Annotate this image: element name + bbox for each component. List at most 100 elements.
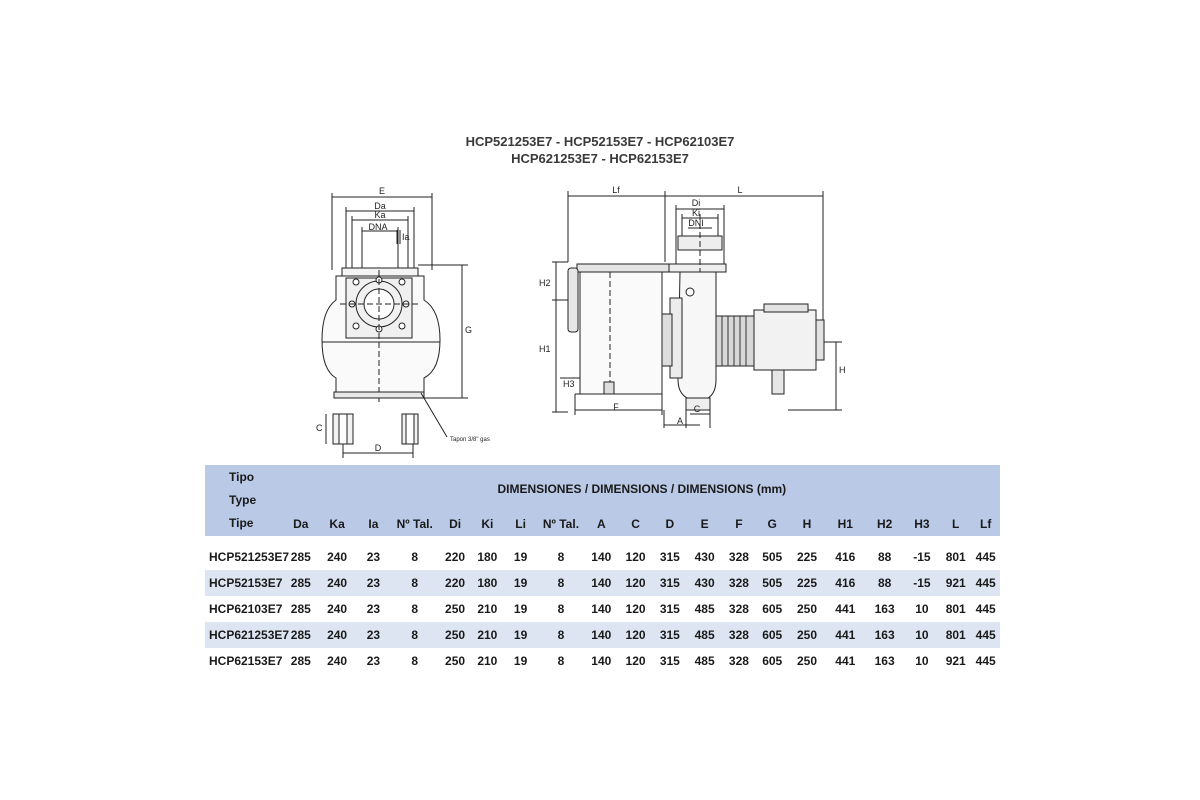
value-cell: 163 — [874, 602, 895, 616]
type-label-es: Tipo — [229, 470, 255, 484]
value-cell: 285 — [290, 602, 311, 616]
col-header: Ki — [471, 512, 504, 536]
value-cell: 445 — [975, 654, 996, 668]
label-H: H — [839, 365, 846, 375]
value-cell: 285 — [290, 550, 311, 564]
value-cell: 445 — [975, 550, 996, 564]
value-cell: 250 — [788, 622, 826, 648]
value-cell: 10 — [915, 654, 929, 668]
col-header: H3 — [903, 512, 941, 536]
value-cell: 240 — [317, 570, 357, 596]
value-cell: 445 — [975, 602, 996, 616]
front-view — [321, 193, 468, 458]
value-cell: 8 — [537, 622, 585, 648]
label-H2: H2 — [539, 278, 551, 288]
value-cell: 8 — [411, 654, 419, 668]
type-label-en: Type — [229, 493, 257, 507]
col-header: C — [618, 512, 653, 536]
value-cell: 315 — [659, 550, 680, 564]
value-cell: 8 — [557, 550, 565, 564]
value-cell: 445 — [971, 570, 1000, 596]
value-cell: 441 — [835, 602, 856, 616]
col-header: Ia — [356, 512, 391, 536]
label-E: E — [379, 186, 385, 196]
value-cell: 250 — [796, 602, 817, 616]
value-cell: 250 — [445, 602, 466, 616]
value-cell: 285 — [290, 654, 311, 668]
value-cell: 10 — [915, 602, 929, 616]
value-cell: 19 — [513, 654, 528, 668]
label-Ia: Ia — [402, 232, 410, 242]
value-cell: 8 — [411, 550, 419, 564]
value-cell: 23 — [366, 602, 381, 616]
col-header: Nº Tal. — [390, 512, 439, 536]
value-cell: 445 — [971, 622, 1000, 648]
value-cell: 140 — [591, 602, 612, 616]
title-line-2: HCP621253E7 - HCP62153E7 — [511, 151, 689, 166]
label-tapon: Tapon 3/8" gas — [450, 437, 490, 443]
value-cell: 140 — [584, 622, 619, 648]
label-A: A — [677, 416, 683, 426]
value-cell: 416 — [835, 550, 856, 564]
title-line-1: HCP521253E7 - HCP52153E7 - HCP62103E7 — [465, 134, 735, 149]
col-header: H1 — [825, 512, 866, 536]
value-cell: 801 — [940, 622, 972, 648]
value-cell: 240 — [317, 622, 357, 648]
value-cell: 140 — [591, 550, 612, 564]
col-header: Nº Tal. — [537, 512, 585, 536]
label-H3: H3 — [563, 379, 575, 389]
type-header: Tipo Type Tipe — [205, 465, 284, 536]
value-cell: 163 — [874, 654, 895, 668]
value-cell: 140 — [584, 570, 619, 596]
value-cell: 19 — [513, 550, 528, 564]
value-cell: -15 — [903, 570, 941, 596]
label-G: G — [465, 325, 472, 335]
col-header: H2 — [865, 512, 904, 536]
value-cell: 8 — [390, 622, 439, 648]
value-cell: 19 — [503, 622, 538, 648]
label-Lf: Lf — [612, 185, 620, 195]
value-cell: 120 — [625, 550, 646, 564]
col-header: E — [686, 512, 723, 536]
model-cell: HCP62103E7 — [209, 602, 283, 616]
value-cell: 485 — [694, 602, 715, 616]
value-cell: 430 — [686, 570, 723, 596]
col-header: H — [788, 512, 826, 536]
value-cell: 285 — [283, 622, 318, 648]
type-label-ca: Tipe — [229, 516, 254, 530]
value-cell: 315 — [659, 602, 680, 616]
value-cell: 328 — [722, 622, 756, 648]
value-cell: 19 — [503, 570, 538, 596]
value-cell: 19 — [513, 602, 528, 616]
pump-technical-drawing: E Da Ka DNA Ia G C D Tapon 3/8" gas Lf L… — [316, 185, 846, 458]
value-cell: -15 — [913, 550, 931, 564]
value-cell: 8 — [557, 602, 565, 616]
value-cell: 8 — [537, 570, 585, 596]
value-cell: 120 — [618, 622, 653, 648]
label-C-side: C — [694, 404, 701, 414]
value-cell: 240 — [327, 602, 348, 616]
value-cell: 505 — [762, 550, 783, 564]
value-cell: 23 — [366, 654, 381, 668]
value-cell: 605 — [762, 602, 783, 616]
value-cell: 88 — [865, 570, 904, 596]
col-header: Ka — [317, 512, 357, 536]
value-cell: 250 — [796, 654, 817, 668]
label-DNI: DNI — [688, 218, 704, 228]
label-DNA: DNA — [368, 222, 387, 232]
value-cell: 441 — [835, 654, 856, 668]
col-header: G — [755, 512, 789, 536]
value-cell: 328 — [722, 570, 756, 596]
value-cell: 485 — [686, 622, 723, 648]
model-cell: HCP62153E7 — [209, 654, 283, 668]
value-cell: 921 — [940, 570, 972, 596]
value-cell: 210 — [477, 602, 498, 616]
value-cell: 120 — [625, 654, 646, 668]
col-header: Li — [503, 512, 538, 536]
value-cell: 430 — [694, 550, 715, 564]
value-cell: 88 — [877, 550, 892, 564]
